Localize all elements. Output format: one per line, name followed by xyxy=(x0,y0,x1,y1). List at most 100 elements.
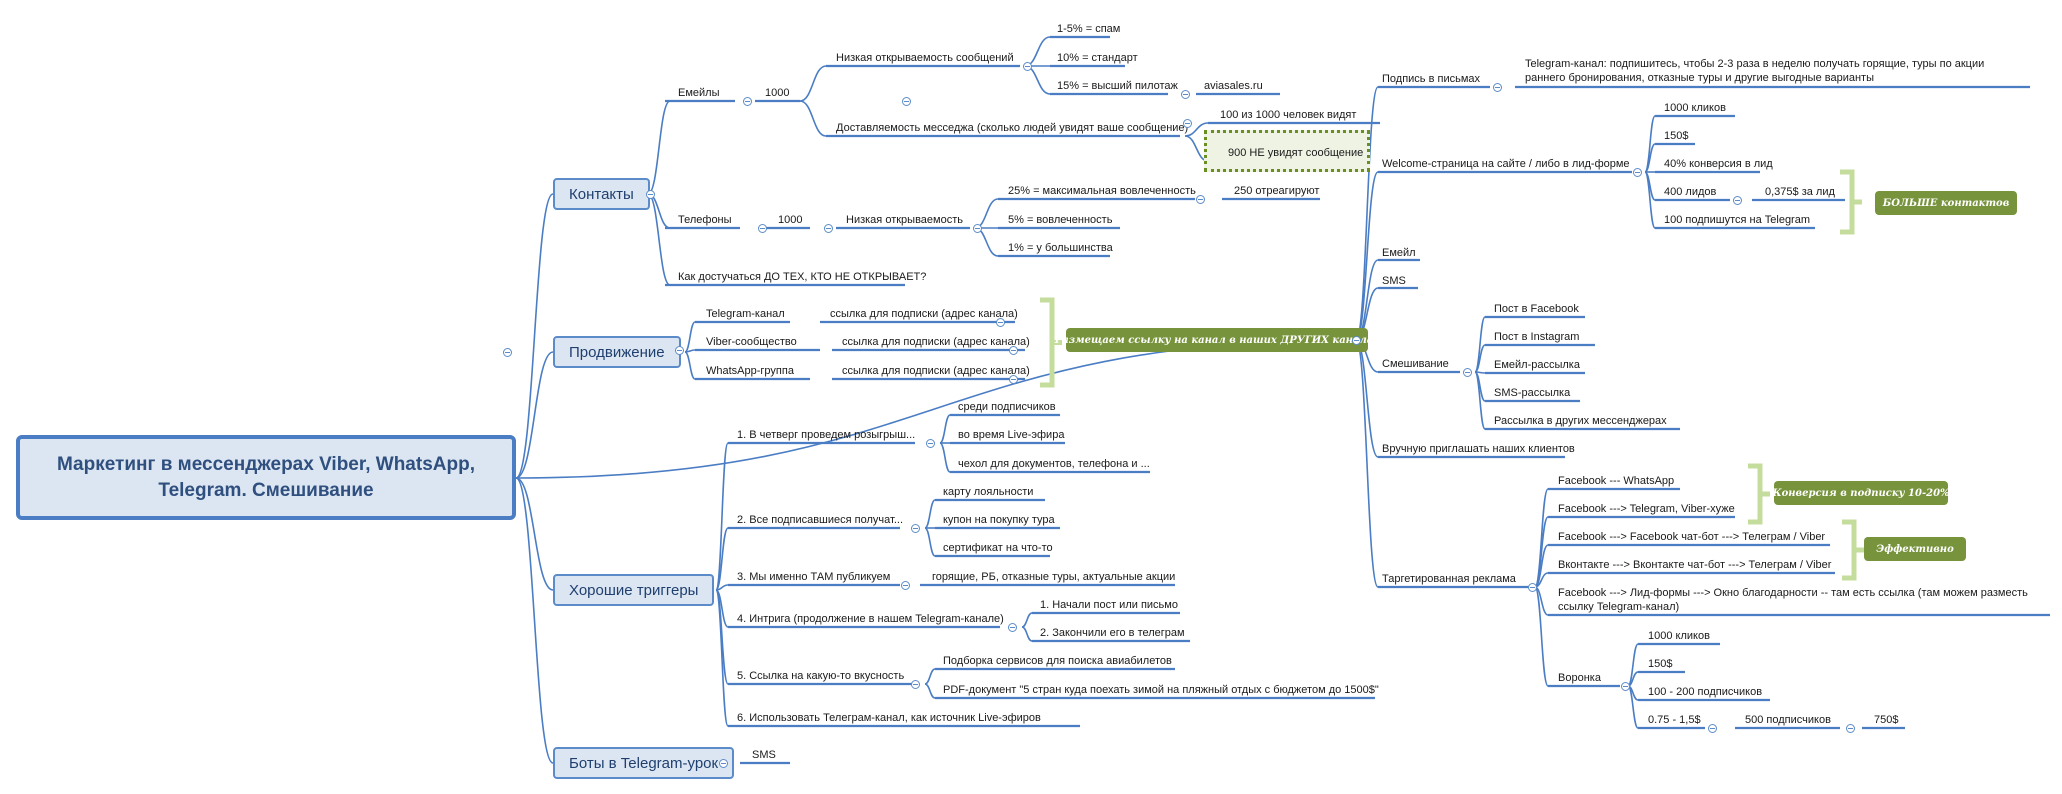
node-t5a[interactable]: Подборка сервисов для поиска авиабилетов xyxy=(943,655,1172,667)
collapse-toggle-icon[interactable] xyxy=(1183,119,1192,128)
collapse-toggle-icon[interactable] xyxy=(824,224,833,233)
node-signature-text[interactable]: Telegram-канал: подпишитесь, чтобы 2-3 р… xyxy=(1525,58,1985,84)
collapse-toggle-icon[interactable] xyxy=(926,439,935,448)
collapse-toggle-icon[interactable] xyxy=(743,97,752,106)
collapse-toggle-icon[interactable] xyxy=(675,346,684,355)
node-link3[interactable]: ссылка для подписки (адрес канала) xyxy=(842,365,1030,377)
collapse-toggle-icon[interactable] xyxy=(719,759,728,768)
node-t5[interactable]: 5. Ссылка на какую-то вкусность xyxy=(737,670,905,682)
node-standard[interactable]: 10% = стандарт xyxy=(1057,52,1138,64)
node-most1[interactable]: 1% = у большинства xyxy=(1008,242,1113,254)
node-fb-post[interactable]: Пост в Facebook xyxy=(1494,303,1579,315)
node-t1b[interactable]: во время Live-эфира xyxy=(958,429,1065,441)
node-t2b[interactable]: купон на покупку тура xyxy=(943,514,1055,526)
node-fb-wa[interactable]: Facebook --- WhatsApp xyxy=(1558,475,1675,487)
collapse-toggle-icon[interactable] xyxy=(1009,375,1018,384)
collapse-toggle-icon[interactable] xyxy=(1023,62,1032,71)
collapse-toggle-icon[interactable] xyxy=(1352,336,1361,345)
node-fb-tg[interactable]: Facebook ---> Telegram, Viber-хуже xyxy=(1558,503,1735,515)
node-t4[interactable]: 4. Интрига (продолжение в нашем Telegram… xyxy=(737,613,1004,625)
node-bots-sms[interactable]: SMS xyxy=(752,749,776,761)
collapse-toggle-icon[interactable] xyxy=(1733,196,1742,205)
node-emails[interactable]: Емейлы xyxy=(678,87,720,99)
node-f-usd[interactable]: 150$ xyxy=(1648,658,1673,670)
node-max-engage[interactable]: 25% = максимальная вовлеченность xyxy=(1008,185,1196,197)
node-signature[interactable]: Подпись в письмах xyxy=(1382,73,1481,85)
node-email-send[interactable]: Емейл-рассылка xyxy=(1494,359,1580,371)
node-t5b[interactable]: PDF-документ "5 стран куда поехать зимой… xyxy=(943,684,1379,696)
collapse-toggle-icon[interactable] xyxy=(1621,682,1630,691)
node-delivery[interactable]: Доставляемость месседжа (сколько людей у… xyxy=(836,122,1189,134)
node-clicks1000[interactable]: 1000 кликов xyxy=(1664,102,1726,114)
node-engage5[interactable]: 5% = вовлеченность xyxy=(1008,214,1113,226)
node-reach[interactable]: Как достучаться ДО ТЕХ, КТО НЕ ОТКРЫВАЕТ… xyxy=(678,271,927,283)
node-link2[interactable]: ссылка для подписки (адрес канала) xyxy=(842,336,1030,348)
node-spam[interactable]: 1-5% = спам xyxy=(1057,23,1121,35)
node-low-open[interactable]: Низкая открываемость сообщений xyxy=(836,52,1014,64)
root-topic[interactable]: Маркетинг в мессенджерах Viber, WhatsApp… xyxy=(16,435,516,520)
node-viber-comm[interactable]: Viber-сообщество xyxy=(706,336,797,348)
collapse-toggle-icon[interactable] xyxy=(1846,724,1855,733)
node-t4a[interactable]: 1. Начали пост или письмо xyxy=(1040,599,1178,611)
node-notsee900[interactable]: 900 НЕ увидят сообщение xyxy=(1228,147,1364,159)
node-sms[interactable]: SMS xyxy=(1382,275,1406,287)
node-react250[interactable]: 250 отреагируют xyxy=(1234,185,1320,197)
node-email[interactable]: Емейл xyxy=(1382,247,1416,259)
collapse-toggle-icon[interactable] xyxy=(503,348,512,357)
collapse-toggle-icon[interactable] xyxy=(1633,168,1642,177)
node-conv40[interactable]: 40% конверсия в лид xyxy=(1664,158,1773,170)
node-f-clicks[interactable]: 1000 кликов xyxy=(1648,630,1710,642)
node-f-750[interactable]: 750$ xyxy=(1874,714,1899,726)
node-t2c[interactable]: сертификат на что-то xyxy=(943,542,1053,554)
node-emails-count[interactable]: 1000 xyxy=(765,87,790,99)
node-aviasales[interactable]: aviasales.ru xyxy=(1204,80,1263,92)
collapse-toggle-icon[interactable] xyxy=(996,318,1005,327)
node-t1c[interactable]: чехол для документов, телефона и ... xyxy=(958,458,1150,470)
node-funnel[interactable]: Воронка xyxy=(1558,672,1601,684)
collapse-toggle-icon[interactable] xyxy=(1708,724,1717,733)
node-t2a[interactable]: карту лояльности xyxy=(943,486,1034,498)
node-see100[interactable]: 100 из 1000 человек видят xyxy=(1220,109,1357,121)
node-f-rate[interactable]: 0.75 - 1,5$ xyxy=(1648,714,1701,726)
node-fb-leadform[interactable]: Facebook ---> Лид-формы ---> Окно благод… xyxy=(1558,587,2028,613)
branch-bots[interactable]: Боты в Telegram-урок xyxy=(553,747,735,779)
collapse-toggle-icon[interactable] xyxy=(902,97,911,106)
node-link1[interactable]: ссылка для подписки (адрес канала) xyxy=(830,308,1018,320)
collapse-toggle-icon[interactable] xyxy=(973,224,982,233)
node-phones-count[interactable]: 1000 xyxy=(778,214,803,226)
node-ig-post[interactable]: Пост в Instagram xyxy=(1494,331,1580,343)
collapse-toggle-icon[interactable] xyxy=(1009,346,1018,355)
collapse-toggle-icon[interactable] xyxy=(1463,368,1472,377)
node-f-500[interactable]: 500 подписчиков xyxy=(1745,714,1831,726)
node-t1a[interactable]: среди подписчиков xyxy=(958,401,1056,413)
collapse-toggle-icon[interactable] xyxy=(1181,90,1190,99)
node-t2[interactable]: 2. Все подписавшиеся получат... xyxy=(737,514,903,526)
collapse-toggle-icon[interactable] xyxy=(1493,83,1502,92)
node-t4b[interactable]: 2. Закончили его в телеграм xyxy=(1040,627,1185,639)
node-t1[interactable]: 1. В четверг проведем розыгрыш... xyxy=(737,429,916,441)
node-targeted[interactable]: Таргетированная реклама xyxy=(1382,573,1516,585)
node-f-subs[interactable]: 100 - 200 подписчиков xyxy=(1648,686,1763,698)
node-leads400[interactable]: 400 лидов xyxy=(1664,186,1717,198)
node-welcome[interactable]: Welcome-страница на сайте / либо в лид-ф… xyxy=(1382,158,1630,170)
node-low-open2[interactable]: Низкая открываемость xyxy=(846,214,963,226)
node-phones[interactable]: Телефоны xyxy=(678,214,732,226)
node-mixing[interactable]: Смешивание xyxy=(1382,358,1449,370)
collapse-toggle-icon[interactable] xyxy=(758,224,767,233)
node-pilotage[interactable]: 15% = высший пилотаж xyxy=(1057,80,1178,92)
node-t3a[interactable]: горящие, РБ, отказные туры, актуальные а… xyxy=(932,571,1176,583)
collapse-toggle-icon[interactable] xyxy=(1196,195,1205,204)
collapse-toggle-icon[interactable] xyxy=(646,190,655,199)
node-wa-group[interactable]: WhatsApp-группа xyxy=(706,365,794,377)
collapse-toggle-icon[interactable] xyxy=(911,680,920,689)
node-invite[interactable]: Вручную приглашать наших клиентов xyxy=(1382,443,1575,455)
collapse-toggle-icon[interactable] xyxy=(911,524,920,533)
node-tg-channel[interactable]: Telegram-канал xyxy=(706,308,785,320)
branch-contacts[interactable]: Контакты xyxy=(553,178,650,210)
node-fb-bot[interactable]: Facebook ---> Facebook чат-бот ---> Теле… xyxy=(1558,531,1826,543)
collapse-toggle-icon[interactable] xyxy=(901,581,910,590)
node-t3[interactable]: 3. Мы именно ТАМ публикуем xyxy=(737,571,891,583)
node-usd150[interactable]: 150$ xyxy=(1664,130,1689,142)
node-sms-send[interactable]: SMS-рассылка xyxy=(1494,387,1571,399)
branch-promotion[interactable]: Продвижение xyxy=(553,336,681,368)
